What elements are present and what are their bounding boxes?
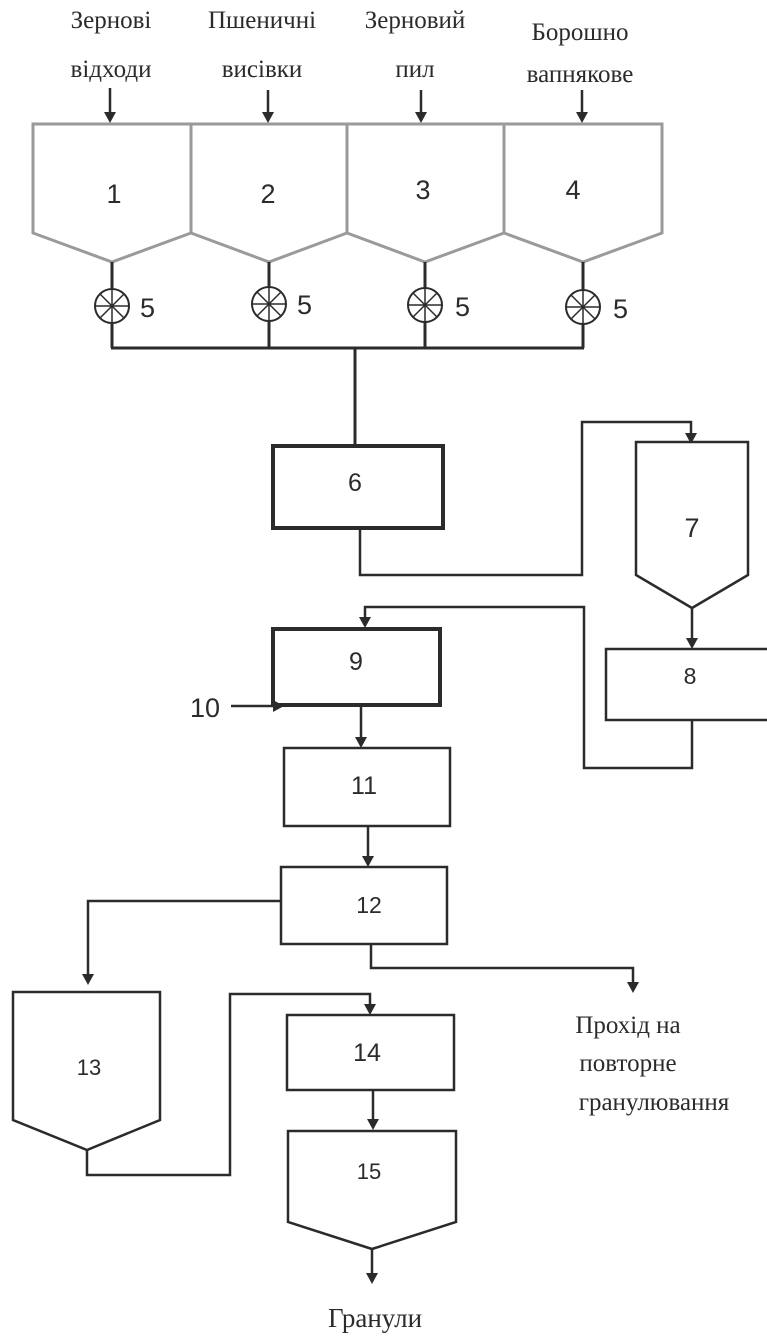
node-12 (279, 865, 449, 946)
node-12-label: 12 (356, 892, 382, 918)
input-2-line1: Пшеничні (208, 7, 316, 34)
connector-13-to-14-arrowhead (364, 1004, 376, 1015)
feeder-1-icon (94, 288, 130, 324)
connector-7-to-8-arrowhead (686, 638, 698, 649)
output-label: Гранули (328, 1303, 422, 1333)
connector-12-to-regranulation (369, 944, 635, 984)
connector-9-to-11-arrowhead (355, 737, 367, 748)
input-arrows (104, 88, 588, 123)
connector-15-to-output-arrowhead (366, 1273, 378, 1284)
node-13-label: 13 (77, 1055, 101, 1080)
collector (111, 346, 584, 446)
node-6-label: 6 (348, 469, 362, 497)
connector-12-to-13 (86, 899, 281, 975)
feeder-2-label: 5 (297, 290, 312, 320)
feeder-3-label: 5 (455, 292, 470, 322)
connector-10-to-11-arrowhead (273, 700, 284, 712)
node-7-label: 7 (684, 513, 699, 543)
hopper-3-label: 3 (415, 175, 430, 205)
regranulation-line1: Прохід на (575, 1012, 680, 1039)
feeder-2-icon (251, 286, 287, 322)
node-11-label: 11 (351, 772, 377, 800)
hopper-1 (31, 122, 193, 264)
hopper-4 (502, 122, 664, 264)
hopper-1-label: 1 (106, 179, 121, 209)
node-8 (604, 647, 767, 722)
feeder-4-label: 5 (613, 294, 628, 324)
hoppers: 1 2 3 4 (31, 122, 664, 264)
input-arrowhead-4 (576, 112, 588, 123)
node-15 (286, 1129, 458, 1251)
input-1-line2: відходи (71, 56, 152, 83)
connector-13-to-14 (85, 992, 372, 1177)
input-3-line2: пил (395, 56, 434, 83)
feeders: 5 5 5 5 (94, 262, 628, 348)
connector-11-to-12-arrowhead (362, 856, 374, 867)
connector-12-to-regranulation-arrowhead (627, 982, 639, 993)
input-1-line1: Зернові (71, 7, 152, 34)
node-7 (634, 440, 750, 610)
connector-8-to-9-arrowhead (359, 617, 371, 628)
input-arrowhead-2 (262, 112, 274, 123)
input-labels: Зернові відходи Пшеничні висівки Зернови… (71, 7, 634, 88)
input-3-line1: Зерновий (365, 7, 466, 34)
connector-8-to-9 (363, 605, 694, 770)
hopper-4-label: 4 (565, 175, 580, 205)
feeder-4-icon (565, 289, 601, 325)
hopper-2-label: 2 (260, 179, 275, 209)
node-6 (271, 444, 445, 530)
input-4-line1: Борошно (532, 19, 629, 46)
connector-6-to-7 (358, 420, 693, 577)
feeder-3-icon (407, 287, 443, 323)
feeder-1-label: 5 (140, 293, 155, 323)
input-2-line2: висівки (222, 56, 303, 83)
input-4-line2: вапнякове (527, 61, 634, 88)
node-15-label: 15 (357, 1159, 381, 1184)
hopper-2 (189, 122, 349, 264)
connector-6-to-7-arrowhead (685, 433, 697, 444)
node-13 (11, 990, 162, 1152)
node-14 (285, 1013, 456, 1092)
input-arrowhead-3 (415, 112, 427, 123)
node-8-label: 8 (684, 663, 697, 689)
hopper-3 (345, 122, 506, 264)
regranulation-line2: повторне (579, 1050, 676, 1077)
node-9 (271, 627, 442, 707)
node-10-label: 10 (190, 693, 220, 723)
connector-12-to-13-arrowhead (82, 974, 94, 985)
node-9-label: 9 (349, 648, 363, 676)
regranulation-line3: гранулювання (579, 1089, 730, 1116)
input-arrowhead-1 (104, 112, 116, 123)
connector-14-to-15-arrowhead (367, 1119, 379, 1130)
node-14-label: 14 (353, 1039, 381, 1067)
